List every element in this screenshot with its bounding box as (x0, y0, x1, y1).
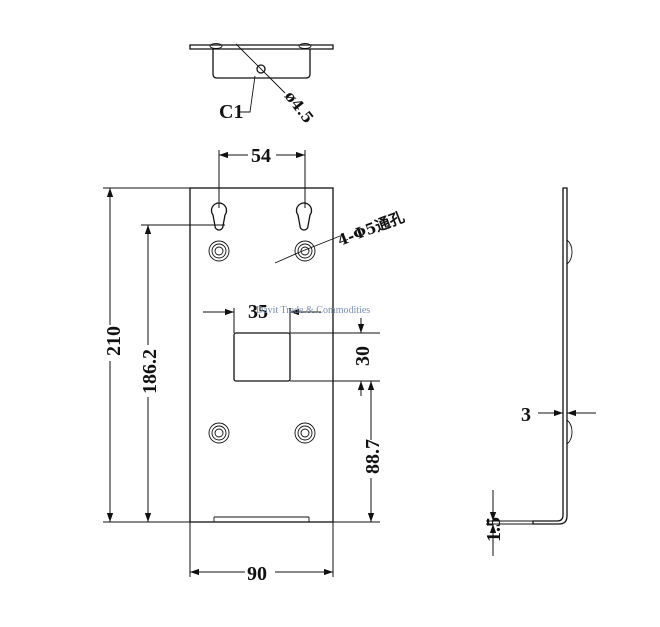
watermark: Davit Trade & Commodities (256, 305, 370, 316)
side-view: 3 1.5 (483, 187, 596, 556)
diameter-leader-line (235, 43, 267, 75)
base-label: 1.5 (483, 517, 505, 542)
hole-bottom-left (208, 422, 230, 444)
front-view: 54 210 186.2 4-Φ5通孔 35 30 88.7 (100, 143, 407, 585)
plate-outline (189, 187, 334, 523)
hole-diameter-label: ø4.5 (281, 87, 317, 127)
side-boss-bottom (566, 419, 573, 445)
height-label: 210 (103, 326, 125, 356)
window-width-label: 35 (248, 301, 268, 323)
thickness-label: 3 (521, 404, 531, 426)
rect-window (233, 332, 291, 382)
window-height-label: 30 (352, 346, 374, 366)
chamfer-label: C1 (219, 101, 243, 123)
side-profile (532, 187, 568, 525)
keyhole-left (210, 202, 228, 231)
hole-note-leader (274, 251, 301, 264)
chamfer-leader-line (240, 75, 256, 113)
window-offset-label: 88.7 (362, 439, 384, 474)
keyhole-height-label: 186.2 (139, 349, 161, 394)
width-label: 90 (247, 563, 267, 585)
hole-spacing-label: 54 (251, 145, 271, 167)
hole-bottom-right (294, 422, 316, 444)
hole-note-label: 4-Φ5通孔 (335, 208, 407, 250)
keyhole-right (295, 202, 313, 231)
top-view: C1 ø4.5 (189, 43, 334, 127)
hole-top-left (208, 240, 230, 262)
hole-top-right (294, 240, 316, 262)
top-hole-circle (256, 64, 266, 74)
side-boss-top (566, 239, 573, 265)
